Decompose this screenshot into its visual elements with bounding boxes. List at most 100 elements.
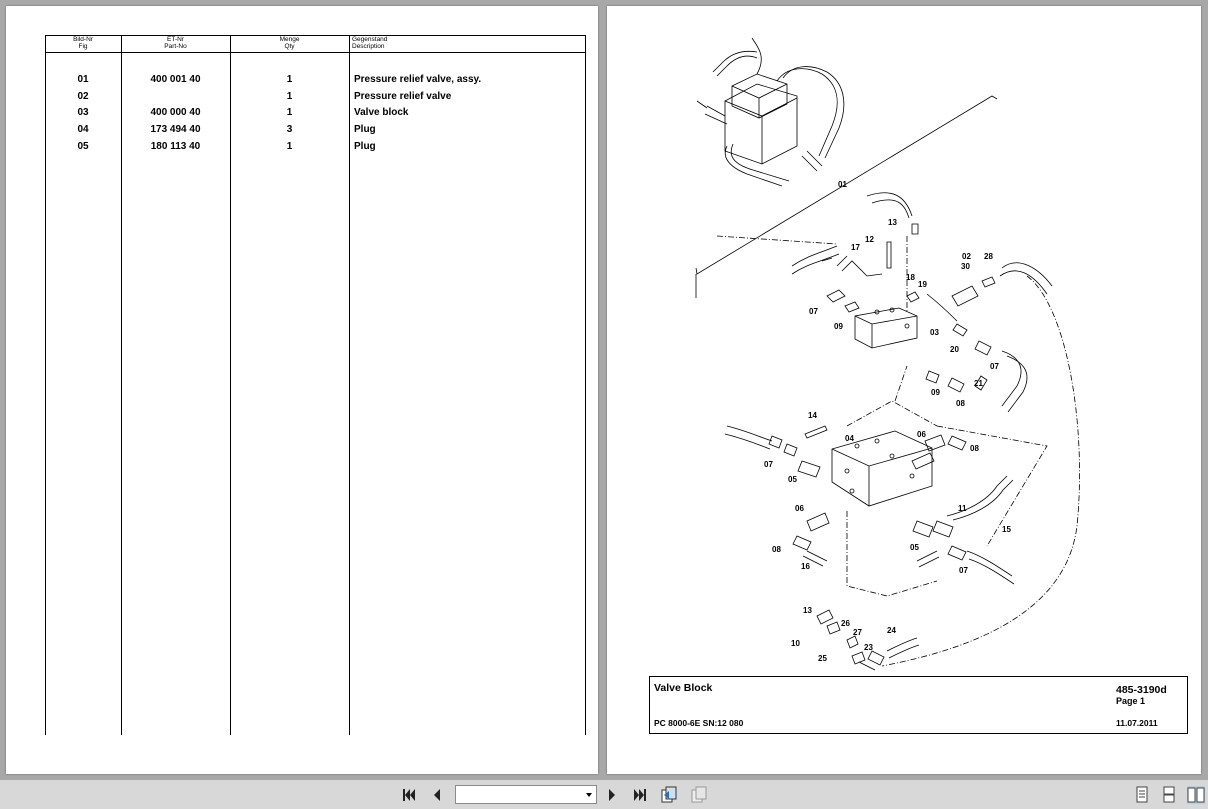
- machine-model: PC 8000-6E SN:12 080: [654, 718, 744, 728]
- exploded-view-drawing: 01 13 12 17 18 19 02 30 28 07 09 03 20 0…: [695, 37, 1080, 671]
- title-block: Valve Block 485-3190d Page 1 PC 8000-6E …: [649, 676, 1188, 734]
- previous-page-button[interactable]: [428, 786, 446, 804]
- callout-label: 06: [795, 504, 804, 513]
- callout-label: 27: [853, 628, 862, 637]
- callout-label: 18: [906, 273, 915, 282]
- callout-label: 25: [818, 654, 827, 663]
- callout-label: 09: [834, 322, 843, 331]
- callout-label: 30: [961, 262, 970, 271]
- callout-label: 23: [864, 643, 873, 652]
- description-cell: Plug: [354, 141, 376, 152]
- callout-label: 19: [918, 280, 927, 289]
- page-number: Page 1: [1116, 696, 1146, 706]
- table-row: 03 400 000 40 1 Valve block: [45, 107, 585, 123]
- page-select-dropdown[interactable]: [455, 785, 597, 804]
- drawing-code: 485-3190d: [1116, 684, 1167, 696]
- callout-label: 11: [958, 504, 967, 513]
- callout-label: 07: [990, 362, 999, 371]
- description-cell: Plug: [354, 124, 376, 135]
- callout-label: 13: [803, 606, 812, 615]
- next-page-button[interactable]: [603, 786, 621, 804]
- callout-label: 07: [764, 460, 773, 469]
- callout-label: 21: [974, 379, 983, 388]
- fig-cell: 03: [77, 107, 89, 118]
- two-page-icon: [1187, 787, 1205, 803]
- first-page-icon: [403, 789, 415, 801]
- single-page-view-button[interactable]: [1133, 786, 1151, 804]
- callout-label: 06: [917, 430, 926, 439]
- fig-cell: 04: [77, 124, 89, 135]
- callout-label: 16: [801, 562, 810, 571]
- fig-cell: 02: [77, 91, 89, 102]
- callouts: 01 13 12 17 18 19 02 30 28 07 09 03 20 0…: [764, 180, 1011, 663]
- valve-block-04: [831, 430, 933, 507]
- drawing-date: 11.07.2011: [1116, 718, 1158, 728]
- callout-label: 26: [841, 619, 850, 628]
- part-no-cell: 400 000 40: [150, 107, 201, 118]
- continuous-page-icon: [1163, 786, 1175, 803]
- callout-label: 10: [791, 639, 800, 648]
- callout-label: 08: [970, 444, 979, 453]
- callout-label: 14: [808, 411, 817, 420]
- column-divider: [349, 35, 350, 735]
- two-page-view-button[interactable]: [1187, 786, 1205, 804]
- callout-label: 15: [1002, 525, 1011, 534]
- callout-label: 17: [851, 243, 860, 252]
- back-view-button[interactable]: [660, 786, 678, 804]
- drawing-page: 01 13 12 17 18 19 02 30 28 07 09 03 20 0…: [607, 6, 1201, 774]
- assembly-illustration: [696, 37, 845, 187]
- last-page-icon: [634, 789, 646, 801]
- callout-label: 02: [962, 252, 971, 261]
- callout-label: 07: [809, 307, 818, 316]
- forward-view-button[interactable]: [690, 786, 708, 804]
- continuous-view-button[interactable]: [1160, 786, 1178, 804]
- callout-label: 03: [930, 328, 939, 337]
- fig-cell: 05: [77, 141, 89, 152]
- qty-cell: 1: [286, 91, 293, 102]
- callout-label: 04: [845, 434, 854, 443]
- table-row: 05 180 113 40 1 Plug: [45, 141, 585, 157]
- part-no-cell: 173 494 40: [150, 124, 201, 135]
- table-header: [45, 35, 585, 53]
- callout-label: 07: [959, 566, 968, 575]
- table-row: 04 173 494 40 3 Plug: [45, 124, 585, 140]
- first-page-button[interactable]: [400, 786, 418, 804]
- valve-block-03: [854, 307, 918, 349]
- table-row: 01 400 001 40 1 Pressure relief valve, a…: [45, 74, 585, 90]
- table-border-right: [585, 35, 586, 735]
- callout-label: 05: [788, 475, 797, 484]
- callout-label: 08: [772, 545, 781, 554]
- callout-label: 01: [838, 180, 847, 189]
- callout-label: 12: [865, 235, 874, 244]
- description-cell: Pressure relief valve: [354, 91, 452, 102]
- qty-cell: 1: [286, 107, 293, 118]
- viewer-toolbar: [0, 780, 1208, 809]
- previous-page-icon: [434, 789, 440, 801]
- description-cell: Valve block: [354, 107, 409, 118]
- chevron-down-icon: [586, 793, 592, 797]
- column-divider: [230, 35, 231, 735]
- callout-label: 13: [888, 218, 897, 227]
- callout-label: 20: [950, 345, 959, 354]
- qty-cell: 1: [286, 141, 293, 152]
- back-view-icon: [661, 786, 677, 803]
- description-cell: Pressure relief valve, assy.: [354, 74, 482, 85]
- table-border-left: [45, 35, 46, 735]
- qty-cell: 1: [286, 74, 293, 85]
- qty-cell: 3: [286, 124, 293, 135]
- next-page-icon: [609, 789, 615, 801]
- callout-label: 09: [931, 388, 940, 397]
- callout-label: 24: [887, 626, 896, 635]
- callout-label: 08: [956, 399, 965, 408]
- last-page-button[interactable]: [631, 786, 649, 804]
- fittings: [724, 192, 1053, 671]
- callout-label: 05: [910, 543, 919, 552]
- column-divider: [121, 35, 122, 735]
- single-page-icon: [1136, 786, 1148, 803]
- part-no-cell: 400 001 40: [150, 74, 201, 85]
